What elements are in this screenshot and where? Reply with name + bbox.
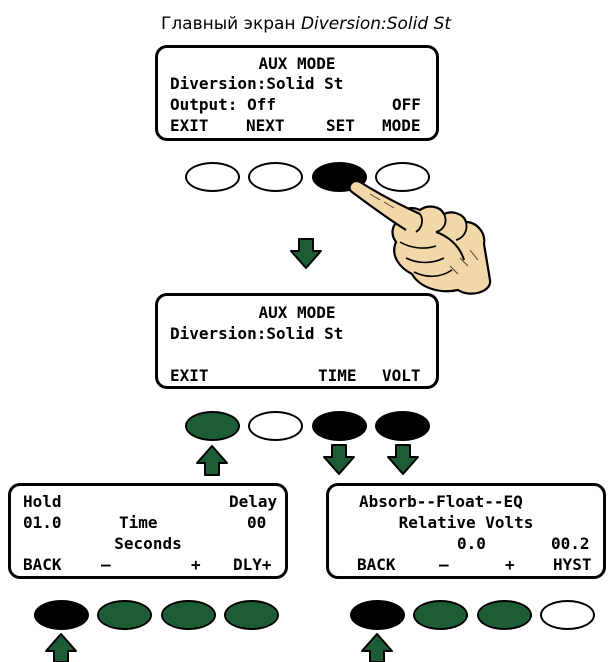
softkey-label-time: TIME xyxy=(318,366,357,385)
pointing-hand-icon xyxy=(348,180,492,295)
time-label: Time xyxy=(119,513,158,532)
softkey-button-1[interactable] xyxy=(185,162,240,192)
lcd-screen-volts: Absorb--Float--EQ Relative Volts 0.0 00.… xyxy=(326,483,606,579)
softkey-button-3[interactable] xyxy=(312,411,367,441)
screen-mode-line: Diversion:Solid St xyxy=(170,74,344,93)
volts-value: 0.0 xyxy=(457,534,486,553)
softkey-button-2[interactable] xyxy=(248,162,303,192)
softkey-label-exit: EXIT xyxy=(170,366,209,385)
softkey-button-3[interactable] xyxy=(312,162,367,192)
softkey-button-3[interactable] xyxy=(161,600,216,630)
arrow-up-icon xyxy=(45,633,77,662)
screen-title: AUX MODE xyxy=(258,303,336,322)
softkey-label-plus: + xyxy=(505,555,515,574)
softkey-label-hyst: HYST xyxy=(553,555,592,574)
arrow-down-icon xyxy=(387,444,419,475)
hyst-value: 00.2 xyxy=(551,534,590,553)
softkey-button-1[interactable] xyxy=(185,411,240,441)
caption-mode: Diversion:Solid St xyxy=(300,14,452,34)
softkey-label-dly: DLY+ xyxy=(233,555,272,574)
screen-mode-line: Diversion:Solid St xyxy=(170,324,344,343)
hold-value: 01.0 xyxy=(23,513,62,532)
softkey-label-back: BACK xyxy=(357,555,396,574)
softkey-button-1[interactable] xyxy=(350,600,405,630)
diagram-caption: Главный экран Diversion:Solid St xyxy=(0,14,612,34)
arrow-down-icon xyxy=(290,238,322,269)
softkey-button-4[interactable] xyxy=(540,600,595,630)
softkey-label-minus: – xyxy=(101,555,111,574)
softkey-button-4[interactable] xyxy=(375,162,430,192)
softkey-label-minus: – xyxy=(439,555,449,574)
arrow-down-icon xyxy=(323,444,355,475)
softkey-button-2[interactable] xyxy=(97,600,152,630)
softkey-label-volt: VOLT xyxy=(382,366,421,385)
arrow-up-icon xyxy=(196,445,228,476)
softkey-label-next: NEXT xyxy=(246,116,285,135)
lcd-screen-options: AUX MODE Diversion:Solid St EXIT TIME VO… xyxy=(155,293,439,389)
softkey-label-mode: MODE xyxy=(382,116,421,135)
lcd-screen-main: AUX MODE Diversion:Solid St Output: Off … xyxy=(155,45,439,141)
output-status: Output: Off xyxy=(170,95,276,114)
relative-volts-label: Relative Volts xyxy=(398,513,534,532)
softkey-label-plus: + xyxy=(191,555,201,574)
arrow-up-icon xyxy=(361,633,393,662)
delay-value: 00 xyxy=(247,513,267,532)
softkey-label-exit: EXIT xyxy=(170,116,209,135)
lcd-screen-time: Hold Delay 01.0 Time 00 Seconds BACK – +… xyxy=(8,483,288,579)
delay-label: Delay xyxy=(229,492,278,511)
softkey-label-set: SET xyxy=(326,116,355,135)
softkey-button-1[interactable] xyxy=(34,600,89,630)
softkey-label-back: BACK xyxy=(23,555,62,574)
softkey-button-3[interactable] xyxy=(477,600,532,630)
hold-label: Hold xyxy=(23,492,62,511)
units-label: Seconds xyxy=(114,534,182,553)
softkey-button-4[interactable] xyxy=(224,600,279,630)
softkey-button-2[interactable] xyxy=(248,411,303,441)
charge-stages-label: Absorb--Float--EQ xyxy=(359,492,523,511)
screen-title: AUX MODE xyxy=(258,54,336,73)
caption-prefix: Главный экран xyxy=(160,14,301,34)
softkey-button-4[interactable] xyxy=(375,411,430,441)
mode-status: OFF xyxy=(392,95,421,114)
softkey-button-2[interactable] xyxy=(413,600,468,630)
